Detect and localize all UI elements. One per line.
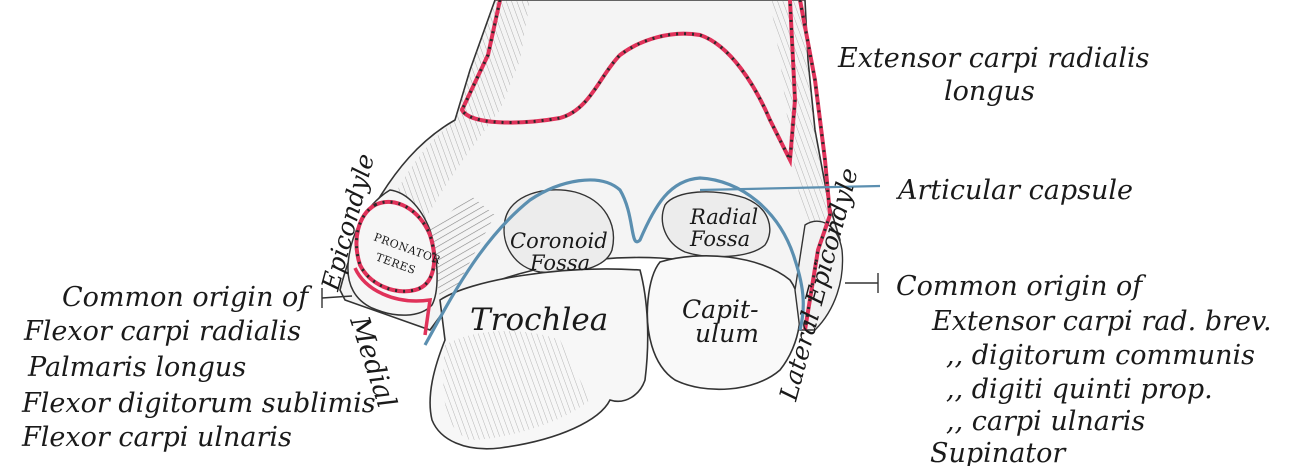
radial-fossa xyxy=(661,191,771,258)
medial-epicondyle xyxy=(347,189,438,316)
trochlea-shading xyxy=(443,330,590,440)
flexor-digitorum-sublimis-label: Flexor digitorum sublimis xyxy=(21,388,376,419)
medial-hatch xyxy=(430,195,495,300)
digiti-quinti-prop-label: ,, digiti quinti prop. xyxy=(946,374,1213,405)
capitulum-label-2: ulum xyxy=(695,319,759,348)
digitorum-communis-label: ,, digitorum communis xyxy=(946,340,1255,371)
flexor-leader xyxy=(321,295,353,299)
coronoid-label-1: Coronoid xyxy=(510,229,608,253)
capitulum-label-1: Capit- xyxy=(682,295,759,324)
palmaris-longus-label: Palmaris longus xyxy=(27,352,246,383)
extensor-longus-label-1: Extensor carpi radialis xyxy=(837,43,1150,74)
carpi-ulnaris-ext-label: ,, carpi ulnaris xyxy=(946,406,1145,437)
common-origin-flex-label: Common origin of xyxy=(62,282,312,313)
ext-carpi-rad-brev-label: Extensor carpi rad. brev. xyxy=(931,306,1272,337)
flexor-carpi-radialis-label: Flexor carpi radialis xyxy=(23,316,301,347)
radial-label-2: Fossa xyxy=(689,227,750,251)
common-flexor-origin xyxy=(353,267,433,336)
supinator-label: Supinator xyxy=(930,438,1067,466)
pronator-teres-origin xyxy=(354,199,437,294)
articular-capsule xyxy=(423,176,805,346)
extensor-longus-dots xyxy=(460,0,797,166)
coronoid-label-2: Fossa xyxy=(529,251,590,275)
capsule-pointer xyxy=(699,184,881,192)
common-origin-ext-label: Common origin of xyxy=(896,271,1146,302)
extensor-longus-label-2: longus xyxy=(944,76,1035,107)
radial-label-1: Radial xyxy=(689,205,758,229)
trochlea-label: Trochlea xyxy=(470,302,608,338)
articular-capsule-label: Articular capsule xyxy=(895,175,1133,206)
shaft-shading-right xyxy=(770,0,830,240)
capitulum xyxy=(646,254,801,391)
lateral-epicondyle xyxy=(794,220,844,331)
flexor-carpi-ulnaris-label: Flexor carpi ulnaris xyxy=(21,422,292,453)
shaft-shading xyxy=(392,0,530,230)
